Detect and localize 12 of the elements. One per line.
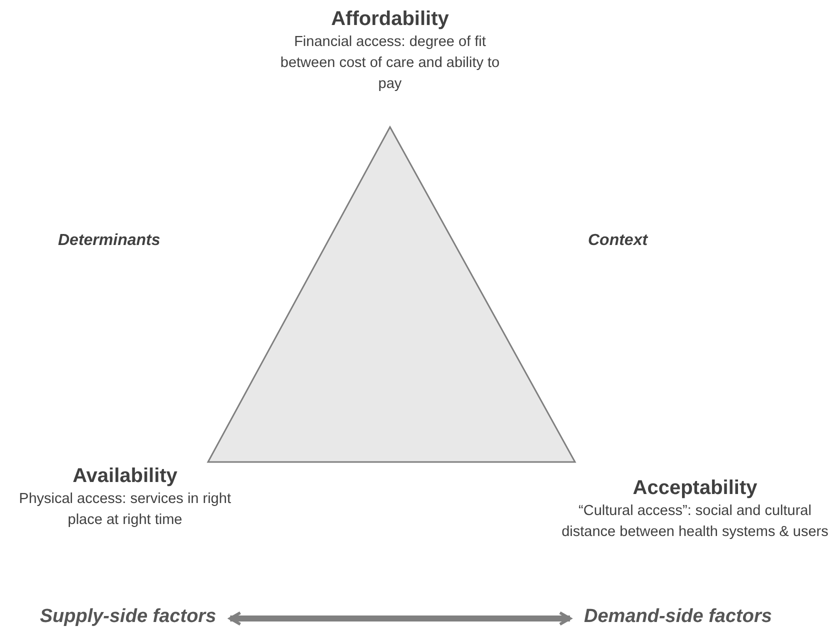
- double-arrow: [228, 611, 572, 626]
- vertex-description: “Cultural access”: social and cultural distance between health systems & users: [560, 502, 830, 542]
- side-label: Context: [588, 232, 648, 250]
- vertex-title: Affordability: [330, 7, 450, 32]
- axis-label: Demand-side factors: [583, 606, 773, 628]
- vertex-title: Acceptability: [632, 476, 758, 501]
- vertex-title: Availability: [72, 464, 178, 489]
- vertex-description: Physical access: services in right place at right time: [18, 490, 232, 530]
- side-label: Determinants: [58, 232, 160, 250]
- triangle: [206, 125, 576, 463]
- vertex-description: Financial access: degree of fit between cost of care and ability to pay: [280, 33, 500, 94]
- axis-label: Supply-side factors: [38, 606, 218, 628]
